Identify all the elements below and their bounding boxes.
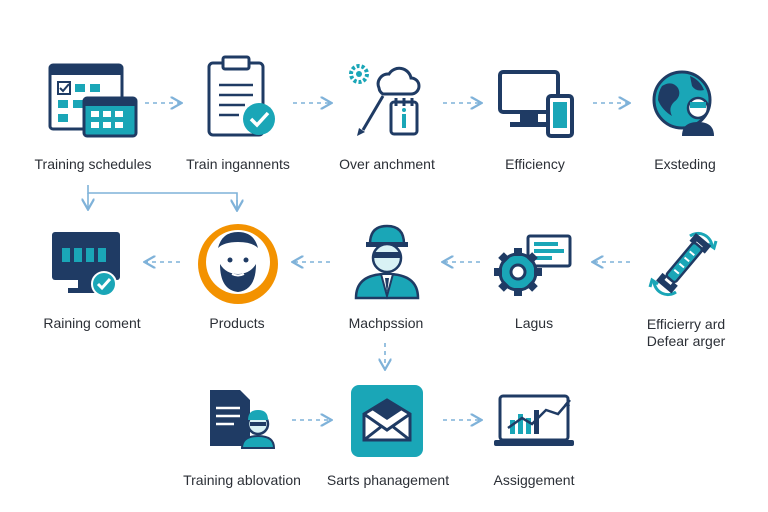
devices-icon [498, 70, 574, 138]
laptop-chart-icon [494, 394, 574, 446]
node-label: Sarts phanagement [326, 472, 450, 488]
cloud-tools-icon [349, 64, 421, 136]
node-label: Over anchment [339, 156, 435, 172]
node-label: Training ablovation [183, 472, 301, 488]
globe-person-icon [652, 70, 714, 136]
node-label: Products [209, 315, 265, 331]
bracket-connector [87, 185, 238, 208]
node-label: Raining coment [43, 315, 141, 331]
node-label: Train ingannents [186, 156, 290, 172]
node-label: Machpssion [348, 315, 424, 331]
clipboard-check-icon [207, 55, 275, 137]
gear-screen-icon [494, 234, 572, 296]
node-label: Training schedules [34, 156, 152, 172]
node-label: Lagus [514, 315, 554, 331]
avatar-icon [198, 224, 278, 304]
engineer-icon [354, 224, 420, 300]
calendar-icon [48, 63, 138, 138]
document-person-icon [210, 390, 276, 449]
node-label: Exsteding [654, 156, 716, 172]
monitor-check-icon [52, 232, 120, 297]
node-label: Efficiency [505, 156, 565, 172]
wrench-cycle-icon [648, 231, 718, 297]
node-label-line2: Defear arger [646, 333, 726, 349]
envelope-icon [351, 385, 423, 457]
node-label: Assiggement [493, 472, 575, 488]
node-label-line1: Efficierry ard [646, 316, 726, 332]
